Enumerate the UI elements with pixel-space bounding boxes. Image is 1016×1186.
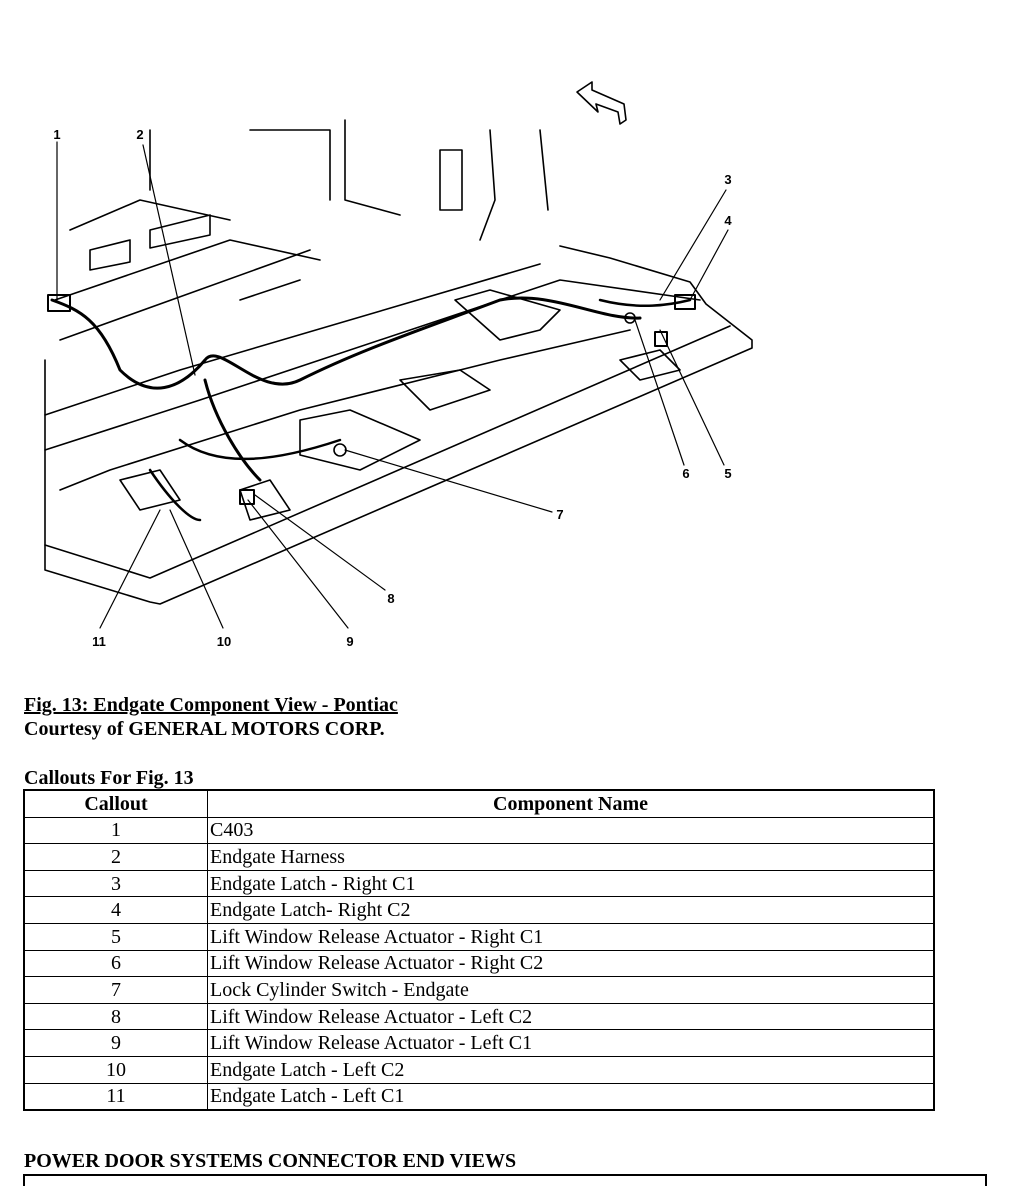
component-name-cell: Lift Window Release Actuator - Right C1 — [207, 922, 935, 951]
callout-label-7: 7 — [556, 507, 563, 522]
callout-label-4: 4 — [724, 213, 732, 228]
callout-cell: 3 — [23, 869, 208, 898]
callout-cell: 2 — [23, 843, 208, 871]
component-name-cell: Endgate Latch - Left C1 — [207, 1082, 935, 1111]
component-name-cell: Lift Window Release Actuator - Left C2 — [207, 1002, 935, 1031]
column-header-component-name: Component Name — [207, 789, 935, 818]
callout-cell: 9 — [23, 1029, 208, 1057]
callout-label-10: 10 — [217, 634, 231, 649]
component-name-cell: Endgate Harness — [207, 843, 935, 871]
callout-cell: 5 — [23, 922, 208, 951]
callout-label-2: 2 — [136, 127, 143, 142]
next-table-top-edge — [23, 1174, 987, 1186]
callout-cell: 4 — [23, 896, 208, 924]
callout-cell: 10 — [23, 1055, 208, 1084]
column-header-callout: Callout — [23, 789, 208, 818]
direction-arrow-icon — [576, 81, 627, 125]
figure-title: Fig. 13: Endgate Component View - Pontia… — [24, 694, 398, 716]
component-name-cell: Endgate Latch- Right C2 — [207, 896, 935, 924]
component-name-cell: Lock Cylinder Switch - Endgate — [207, 976, 935, 1004]
callout-label-9: 9 — [346, 634, 353, 649]
component-name-cell: C403 — [207, 816, 935, 845]
callout-label-8: 8 — [387, 591, 394, 606]
callout-cell: 11 — [23, 1082, 208, 1111]
callout-table-title: Callouts For Fig. 13 — [24, 767, 194, 789]
section-heading: POWER DOOR SYSTEMS CONNECTOR END VIEWS — [24, 1150, 517, 1172]
component-name-cell: Endgate Latch - Left C2 — [207, 1055, 935, 1084]
callout-cell: 8 — [23, 1002, 208, 1031]
endgate-component-diagram: 1 2 3 4 5 6 7 8 9 10 11 — [44, 81, 753, 649]
table-header-row: Callout Component Name — [23, 789, 935, 818]
component-name-cell: Lift Window Release Actuator - Right C2 — [207, 949, 935, 978]
component-name-cell: Lift Window Release Actuator - Left C1 — [207, 1029, 935, 1057]
callout-label-11: 11 — [92, 634, 106, 649]
callout-cell: 7 — [23, 976, 208, 1004]
callout-label-6: 6 — [682, 466, 689, 481]
callout-label-1: 1 — [53, 127, 60, 142]
callout-label-3: 3 — [724, 172, 731, 187]
callout-label-5: 5 — [724, 466, 731, 481]
figure-courtesy: Courtesy of GENERAL MOTORS CORP. — [24, 718, 385, 740]
callout-cell: 1 — [23, 816, 208, 845]
component-name-cell: Endgate Latch - Right C1 — [207, 869, 935, 898]
callout-cell: 6 — [23, 949, 208, 978]
